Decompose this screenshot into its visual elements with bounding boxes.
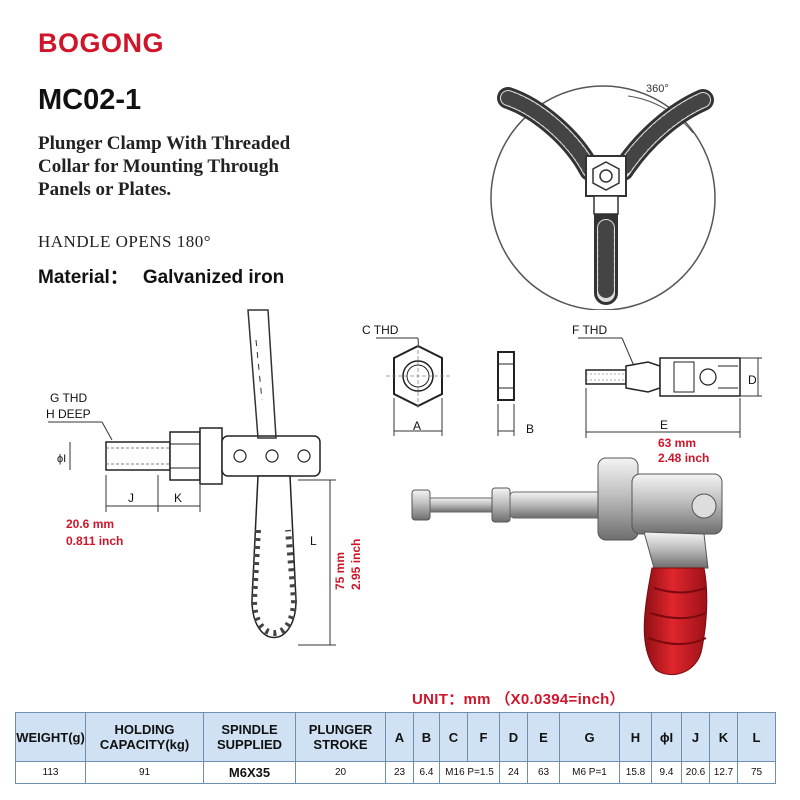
photo-handle-link xyxy=(643,531,709,569)
handle-closed-outline xyxy=(251,475,297,639)
header-phi-i: ϕI xyxy=(651,712,682,762)
product-description: Plunger Clamp With Threaded Collar for M… xyxy=(38,132,358,201)
nut-drawing: C THD A B xyxy=(362,323,534,436)
value-phi-i: 9.4 xyxy=(651,761,682,784)
dim-l-inch: 2.95 inch xyxy=(349,539,363,590)
front-rod xyxy=(105,441,171,471)
plunger-rod xyxy=(585,369,627,385)
value-plunger-stroke: 20 xyxy=(295,761,386,784)
handle-open-outline xyxy=(247,309,277,439)
plunger-side-drawing: F THD D E xyxy=(572,323,762,438)
dim-a-label: A xyxy=(413,419,421,433)
header-c: C xyxy=(439,712,468,762)
header-e: E xyxy=(527,712,560,762)
dim-l-callout: 75 mm 2.95 inch xyxy=(333,539,363,590)
value-h: 15.8 xyxy=(619,761,652,784)
value-b: 6.4 xyxy=(413,761,440,784)
header-f: F xyxy=(467,712,500,762)
header-b: B xyxy=(413,712,440,762)
top-view-drawing: 360° xyxy=(490,83,716,310)
dim-d-label: D xyxy=(748,373,757,387)
material-value: Galvanized iron xyxy=(142,267,285,288)
dim-j-inch: 0.811 inch xyxy=(66,534,124,548)
rotation-circle xyxy=(490,85,716,310)
value-d: 24 xyxy=(499,761,528,784)
material-label: Material： xyxy=(38,267,129,288)
description-line: Collar for Mounting Through xyxy=(38,156,279,177)
dim-l-mm: 75 mm xyxy=(333,552,347,590)
value-c-f: M16 P=1.5 xyxy=(439,761,500,784)
unit-note: UNIT：mm （X0.0394=inch） xyxy=(412,691,625,708)
front-body xyxy=(221,435,321,477)
dim-e-label: E xyxy=(660,418,668,432)
header-a: A xyxy=(385,712,414,762)
spec-value-row: 113 91 M6X35 20 23 6.4 M16 P=1.5 24 63 M… xyxy=(15,761,776,784)
description-line: Panels or Plates. xyxy=(38,179,172,200)
knob-arm-left xyxy=(497,87,601,181)
value-a: 23 xyxy=(385,761,414,784)
value-k: 12.7 xyxy=(709,761,738,784)
photo-red-grip xyxy=(643,567,708,676)
value-j: 20.6 xyxy=(681,761,710,784)
header-h: H xyxy=(619,712,652,762)
material-line: Material： Galvanized iron xyxy=(38,262,284,289)
dim-e-callout: 63 mm 2.48 inch xyxy=(658,436,709,466)
angle-arc xyxy=(627,95,694,134)
front-view-drawing: G THD H DEEP ϕI J K L xyxy=(46,309,336,646)
dim-e-mm: 63 mm xyxy=(658,436,697,450)
photo-plunger xyxy=(509,491,603,519)
brand-name: BOGONG xyxy=(38,28,165,58)
value-g: M6 P=1 xyxy=(559,761,620,784)
product-photo xyxy=(411,457,723,676)
h-deep-label: H DEEP xyxy=(46,407,91,421)
value-l: 75 xyxy=(737,761,776,784)
photo-bolt-thread xyxy=(429,497,499,513)
f-thd-label: F THD xyxy=(572,323,607,337)
dim-b-label: B xyxy=(526,422,534,436)
photo-lock-nut xyxy=(491,487,511,523)
model-number: MC02-1 xyxy=(38,84,142,116)
handle-opens-note: HANDLE OPENS 180° xyxy=(38,232,212,251)
value-holding-capacity: 91 xyxy=(85,761,204,784)
dim-e-inch: 2.48 inch xyxy=(658,451,710,465)
header-d: D xyxy=(499,712,528,762)
front-collar xyxy=(169,431,201,481)
value-weight: 113 xyxy=(15,761,86,784)
value-spindle-supplied: M6X35 xyxy=(203,761,296,784)
dim-j-label: J xyxy=(128,491,134,505)
knob-arm-right xyxy=(612,89,714,181)
dim-j-callout: 20.6 mm 0.811 inch xyxy=(66,516,123,550)
knob-hub xyxy=(585,155,627,215)
g-thd-label: G THD xyxy=(50,391,87,405)
nut-side xyxy=(497,351,515,401)
header-k: K xyxy=(709,712,738,762)
header-j: J xyxy=(681,712,710,762)
photo-bolt-head xyxy=(411,489,431,521)
phi-i-label: ϕI xyxy=(57,453,66,465)
dim-l-label: L xyxy=(310,534,317,548)
header-weight: WEIGHT(g) xyxy=(15,712,86,762)
description-line: Plunger Clamp With Threaded xyxy=(38,133,291,154)
dim-k-label: K xyxy=(174,491,182,505)
c-thd-label: C THD xyxy=(362,323,399,337)
angle-label: 360° xyxy=(646,83,669,95)
value-e: 63 xyxy=(527,761,560,784)
plunger-collar xyxy=(625,361,661,393)
header-g: G xyxy=(559,712,620,762)
header-l: L xyxy=(737,712,776,762)
dim-j-mm: 20.6 mm xyxy=(66,517,115,531)
